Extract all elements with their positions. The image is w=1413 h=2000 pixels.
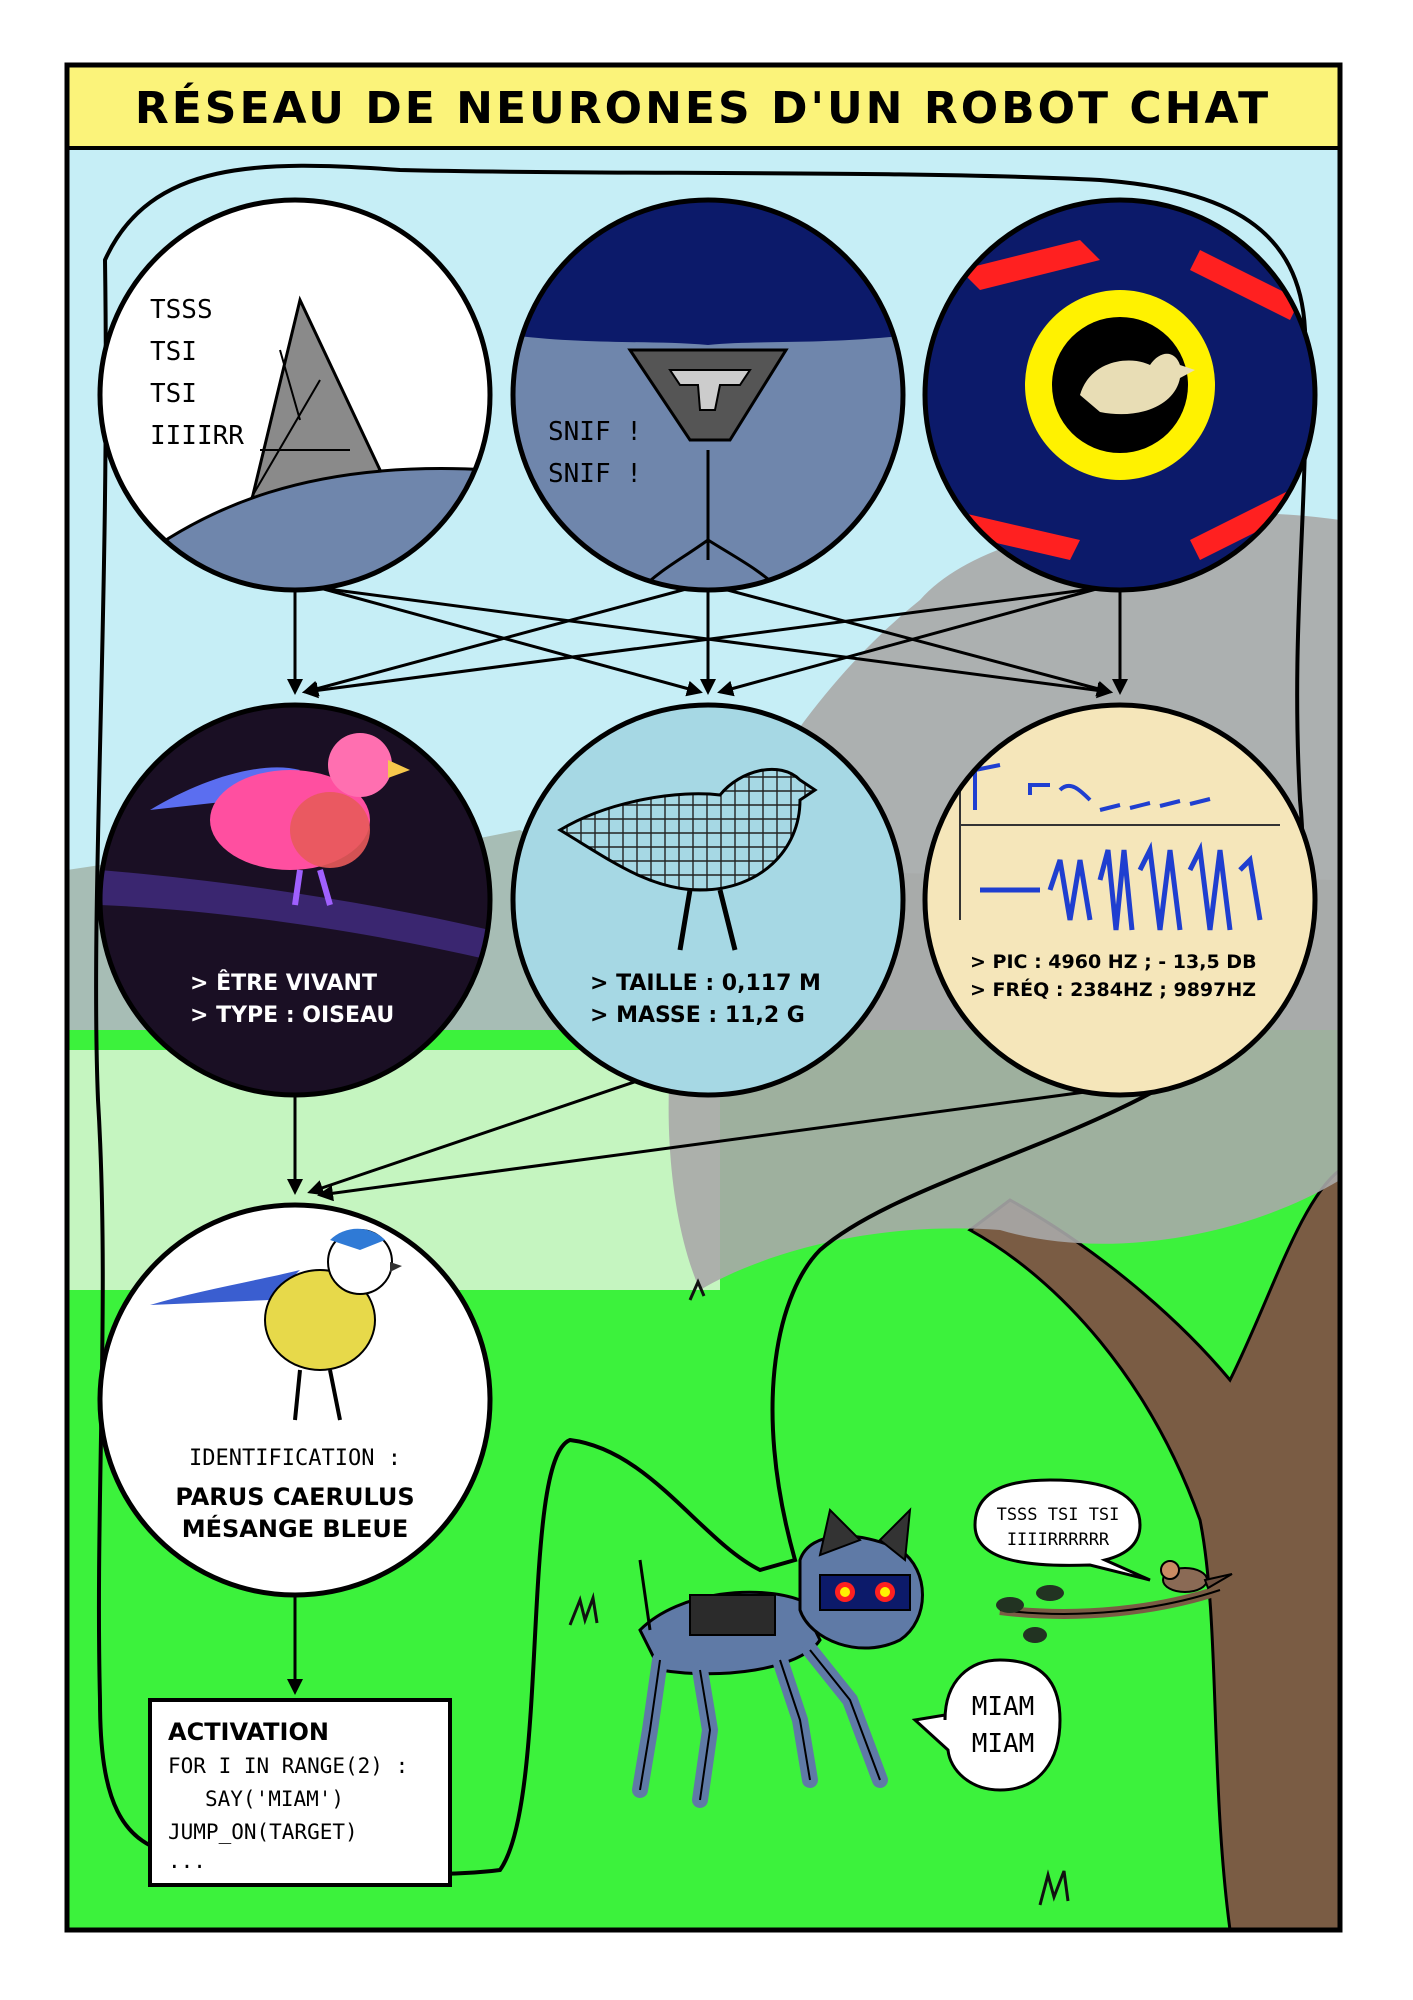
cat-speech-bubble: MIAM MIAM (911, 1658, 1062, 1792)
code-line-1: FOR I IN RANGE(2) : (168, 1754, 408, 1778)
neuron-smell-input[interactable]: SNIF ! SNIF ! (510, 197, 910, 600)
species-common-name: MÉSANGE BLEUE (182, 1514, 409, 1543)
cat-speech-line-1: MIAM (972, 1692, 1035, 1722)
small-bird-icon (1160, 1560, 1233, 1593)
smell-line-2: SNIF ! (548, 459, 642, 489)
sound-line-4: IIIIRR (150, 421, 244, 451)
shape-line-2: > MASSE : 11,2 G (590, 1003, 805, 1028)
sound-line-3: TSI (150, 379, 197, 409)
code-line-3: JUMP_ON(TARGET) (168, 1820, 358, 1844)
panel-frame (64, 62, 1343, 1933)
thought-bubble (94, 163, 1308, 1877)
identification-heading: IDENTIFICATION : (189, 1446, 401, 1471)
neuron-living-being[interactable]: > ÊTRE VIVANT > TYPE : OISEAU (97, 702, 493, 1098)
visor-icon (819, 1574, 911, 1611)
sound-line-1: TSSS (150, 295, 213, 325)
page-title: RÉSEAU DE NEURONES D'UN ROBOT CHAT (135, 81, 1271, 134)
cat-speech-line-2: MIAM (972, 1729, 1035, 1759)
neuron-sound-input[interactable]: TSSS TSI TSI IIIIRR (97, 197, 493, 593)
smell-line-1: SNIF ! (548, 417, 642, 447)
neuron-shape-measure[interactable]: > TAILLE : 0,117 M > MASSE : 11,2 G (510, 702, 910, 1105)
bird-speech-line-1: TSSS TSI TSI (997, 1505, 1120, 1525)
species-latin-name: PARUS CAERULUS (175, 1483, 414, 1511)
code-line-4: ... (168, 1849, 206, 1873)
bird-speech-line-2: IIIIRRRRRR (1007, 1530, 1110, 1550)
network-connections (287, 586, 1128, 1695)
living-line-1: > ÊTRE VIVANT (190, 970, 377, 996)
bird-silhouette-icon (1080, 353, 1195, 415)
code-title: ACTIVATION (168, 1718, 329, 1746)
shape-line-1: > TAILLE : 0,117 M (590, 971, 821, 996)
code-line-2: SAY('MIAM') (205, 1787, 344, 1811)
sound-line-2: TSI (150, 337, 197, 367)
robot-cat (632, 1507, 924, 1808)
neuron-audio-analysis[interactable]: > PIC : 4960 HZ ; - 13,5 DB > FRÉQ : 238… (920, 702, 1320, 1105)
neuron-vision-input[interactable] (920, 197, 1320, 600)
audio-line-2: > FRÉQ : 2384HZ ; 9897HZ (970, 978, 1256, 1001)
neuron-identification[interactable]: IDENTIFICATION : PARUS CAERULUS MÉSANGE … (97, 1202, 493, 1598)
activation-code-box[interactable]: ACTIVATION FOR I IN RANGE(2) : SAY('MIAM… (148, 1698, 452, 1887)
bird-speech-bubble: TSSS TSI TSI IIIIRRRRRR (973, 1478, 1151, 1582)
audio-line-1: > PIC : 4960 HZ ; - 13,5 DB (970, 951, 1257, 973)
living-line-2: > TYPE : OISEAU (190, 1003, 394, 1028)
